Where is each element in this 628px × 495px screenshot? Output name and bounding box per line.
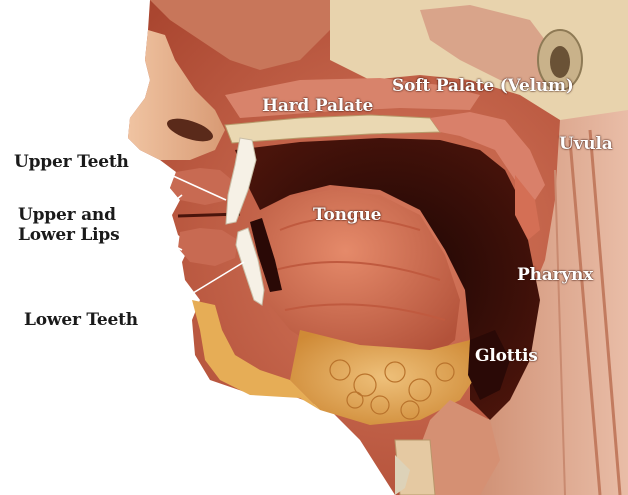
label-upper-teeth: Upper Teeth [14,152,129,172]
label-lower-teeth: Lower Teeth [24,310,138,330]
label-hard-palate: Hard Palate [262,96,373,116]
label-pharynx: Pharynx [517,265,593,285]
label-lips-line1: Upper and [18,205,120,225]
label-uvula: Uvula [559,134,613,154]
label-lips: Upper and Lower Lips [18,205,120,245]
label-glottis: Glottis [475,346,538,366]
label-tongue: Tongue [313,205,381,225]
label-soft-palate: Soft Palate (Velum) [392,76,574,96]
label-lips-line2: Lower Lips [18,225,120,245]
